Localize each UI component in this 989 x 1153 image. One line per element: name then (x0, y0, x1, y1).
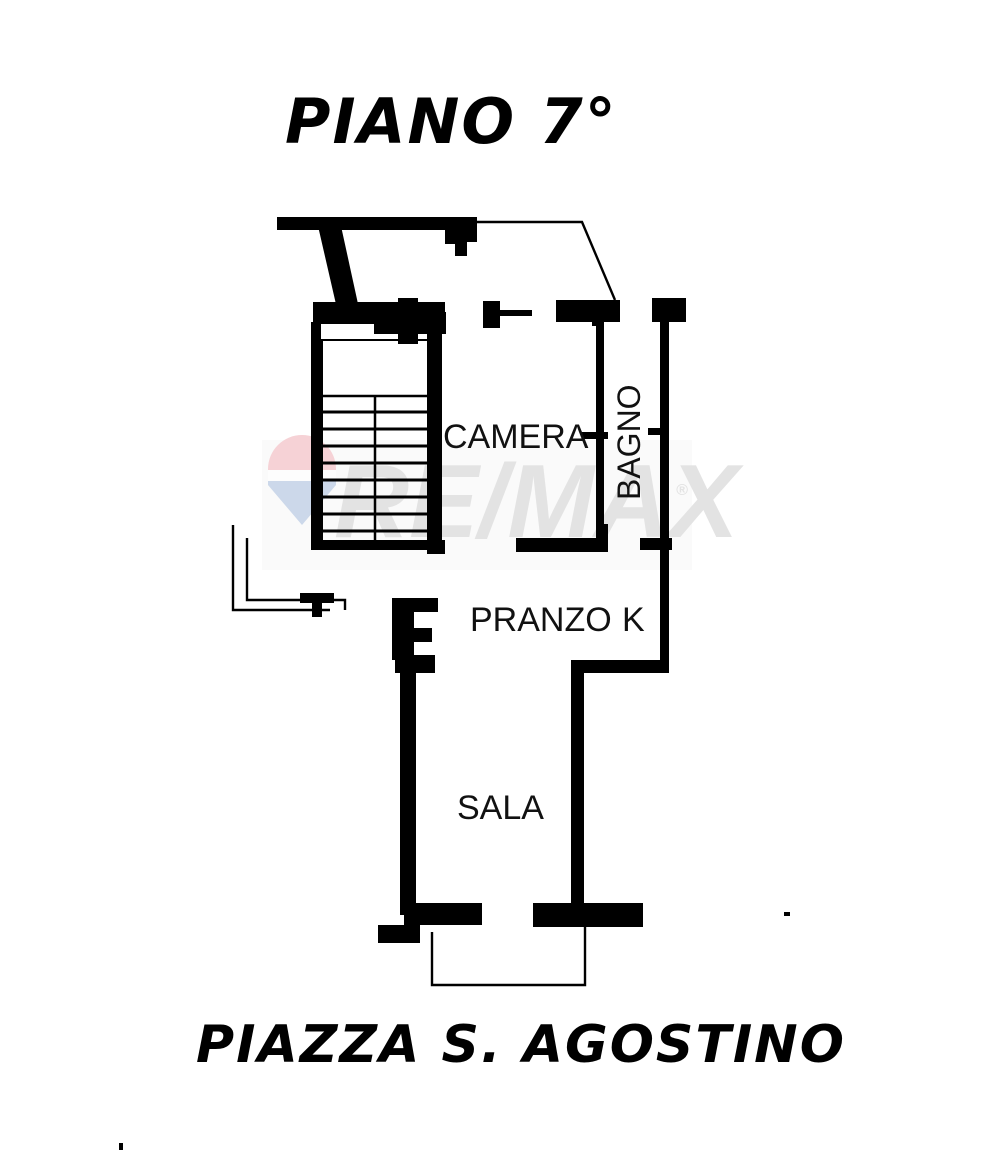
wall-jog-pranzo-left (392, 598, 438, 660)
wall-stair-right (427, 322, 442, 552)
room-label-camera: CAMERA (443, 418, 589, 456)
wall-sala-bottom-right (533, 903, 643, 927)
wall-stair-left-outer (311, 322, 321, 550)
room-label-bagno: BAGNO (611, 384, 647, 500)
door-marker-bagno-right (648, 428, 662, 435)
ink-speck-corner (119, 1143, 123, 1150)
street-label: PIAZZA S. AGOSTINO (196, 1015, 846, 1075)
wall-cap-bagno-left (556, 300, 620, 322)
wall-step-right (571, 660, 669, 673)
wall-camera-bottom-left (427, 540, 445, 554)
wall-camera-bottom-jog (596, 524, 608, 544)
wall-top-left (277, 217, 477, 230)
staircase (321, 339, 429, 545)
wall-sala-bottom-left (404, 903, 482, 925)
room-label-sala: SALA (457, 789, 544, 827)
wall-stub-camera (483, 301, 500, 328)
watermark-registered-mark: ® (676, 482, 688, 499)
terrace-tee-detail (300, 593, 334, 617)
door-marker-bagno-left (582, 432, 608, 439)
room-label-kitchen: K (622, 601, 645, 639)
page-title: PIANO 7° (285, 85, 618, 158)
room-label-pranzo: PRANZO (470, 601, 612, 639)
terrace-left-inner-outline (245, 538, 347, 610)
wall-sala-right (571, 673, 584, 916)
wall-bagno-bottom (640, 538, 672, 550)
wall-sala-bottom-left-foot (378, 925, 420, 943)
ink-speck (784, 912, 790, 916)
wall-cap-sala-top-left (395, 655, 435, 673)
balcony-bottom-outline (430, 925, 587, 987)
terrace-left-outline (231, 525, 330, 612)
wall-cap-bagno-right (652, 298, 686, 322)
wall-sala-left (400, 670, 416, 915)
wall-bagno-right (660, 320, 669, 665)
wall-camera-bottom (516, 538, 608, 552)
wall-diagonal (318, 226, 360, 313)
walls (119, 217, 790, 1150)
wall-stub-camera-tail (500, 310, 532, 316)
wall-top-hook (445, 230, 477, 256)
